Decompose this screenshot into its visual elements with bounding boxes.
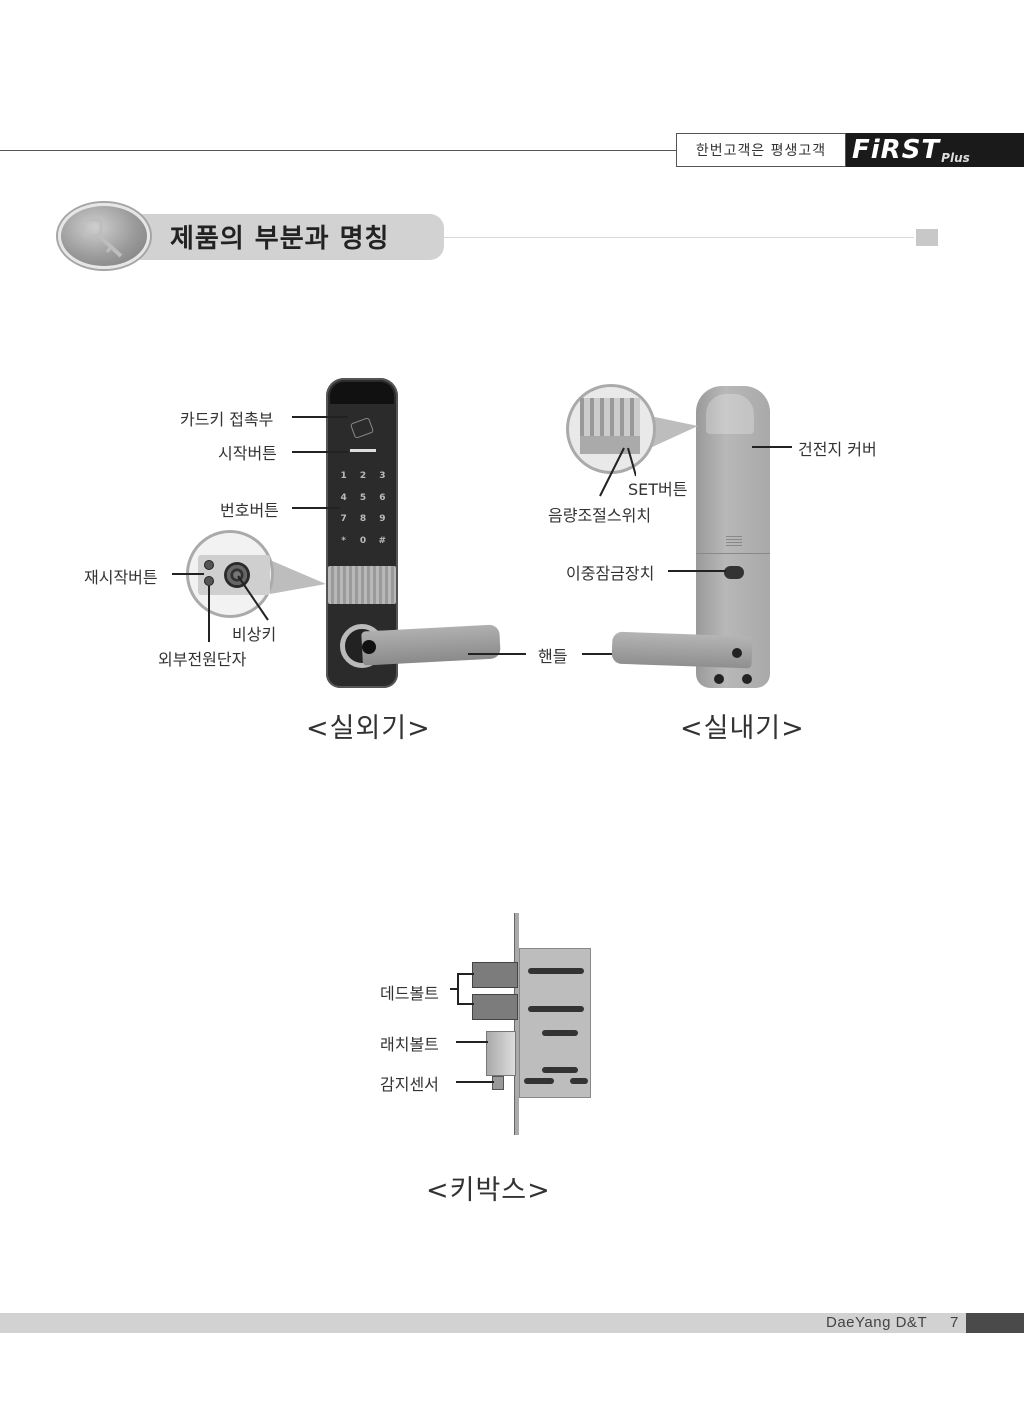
leader-line [599, 447, 636, 497]
leader-line [456, 1041, 488, 1043]
section-rule [444, 237, 914, 238]
emergency-keyhole-icon [224, 562, 250, 588]
label-set-button: SET버튼 [628, 480, 688, 499]
caption-indoor: <실내기> [680, 713, 805, 744]
keybox-slot [528, 968, 584, 974]
label-handle: 핸들 [538, 647, 568, 666]
outdoor-grip [328, 566, 396, 604]
keypad-key: 4 [340, 492, 347, 503]
leader-line [752, 446, 792, 448]
section-marker [916, 229, 938, 246]
leader-line [456, 1081, 494, 1083]
header-rule [0, 150, 676, 151]
brand-suffix: Plus [941, 151, 970, 165]
label-sensor: 감지센서 [380, 1075, 439, 1094]
restart-button-dot [204, 560, 214, 570]
power-terminal-dot [204, 576, 214, 586]
keypad-key: 7 [340, 514, 347, 524]
keybox-slot [528, 1006, 584, 1012]
keypad-key: 8 [359, 514, 367, 524]
deadbolt-lower [472, 994, 518, 1020]
leader-line [292, 416, 348, 418]
latch-bolt [486, 1031, 516, 1076]
label-latch-bolt: 래치볼트 [380, 1035, 439, 1054]
caption-keybox: <키박스> [426, 1175, 551, 1206]
keypad-key: 2 [359, 471, 367, 481]
keypad-key: 6 [379, 492, 386, 503]
label-restart-button: 재시작버튼 [84, 568, 158, 587]
mount-screw [742, 674, 752, 684]
key-icon [81, 218, 123, 258]
keypad-key: 1 [340, 471, 347, 481]
keybox-slot [524, 1078, 554, 1084]
label-start-button: 시작버튼 [218, 444, 277, 463]
leader-line [172, 573, 204, 575]
keybox-slot [542, 1067, 578, 1073]
start-button-strip [350, 449, 376, 452]
mount-screw [714, 674, 724, 684]
footer-bar [0, 1313, 966, 1333]
section-badge [58, 203, 150, 269]
header-slogan: 한번고객은 평생고객 [676, 133, 846, 167]
keypad-key: 3 [379, 471, 386, 481]
label-volume-switch: 음량조절스위치 [548, 506, 652, 525]
label-deadbolt: 데드볼트 [380, 984, 439, 1003]
leader-line [468, 653, 526, 655]
caption-outdoor: <실외기> [306, 713, 431, 744]
indoor-unit-highlight [706, 394, 754, 434]
sensor [492, 1076, 504, 1090]
indoor-handle [611, 631, 753, 669]
leader-line [292, 507, 340, 509]
keypad-key: 5 [359, 492, 367, 503]
keybox-slot [570, 1078, 588, 1084]
keypad-key: 9 [379, 514, 386, 524]
brand-logo: FiRST Plus [846, 133, 1024, 167]
section-title: 제품의 부분과 명칭 [170, 224, 390, 254]
handle-screw [362, 640, 376, 654]
indoor-divider [696, 553, 770, 554]
battery-compartment-base [580, 436, 640, 454]
label-external-power: 외부전원단자 [158, 650, 247, 669]
keypad-key: 0 [359, 535, 367, 546]
callout-pointer [270, 560, 326, 594]
keypad-key: # [378, 535, 387, 546]
leader-line [668, 570, 726, 572]
outdoor-handle [361, 624, 501, 666]
callout-pointer [650, 416, 698, 448]
label-emergency-key: 비상키 [232, 625, 277, 644]
keypad: 1 2 3 4 5 6 7 8 9 * 0 # [334, 466, 392, 552]
label-battery-cover: 건전지 커버 [798, 440, 877, 459]
page-number: 7 [950, 1314, 959, 1331]
section-title-bar [140, 214, 444, 260]
handle-screw [732, 648, 742, 658]
deadbolt-upper [472, 962, 518, 988]
footer-accent [966, 1313, 1024, 1333]
leader-line [237, 575, 269, 621]
keypad-key: * [341, 535, 347, 546]
label-card-contact: 카드키 접촉부 [180, 410, 274, 429]
footer-company: DaeYang D&T [826, 1314, 928, 1331]
label-number-buttons: 번호버튼 [220, 501, 279, 520]
label-double-lock: 이중잠금장치 [566, 564, 655, 583]
indoor-vent [726, 536, 742, 546]
bracket-leader [450, 973, 474, 1005]
double-lock-switch [724, 566, 744, 579]
leader-line [208, 586, 210, 642]
keybox-faceplate [514, 913, 519, 1135]
leader-line [292, 451, 348, 453]
keybox-slot [542, 1030, 578, 1036]
outdoor-unit-top [330, 382, 394, 404]
brand-name: FiRST [852, 135, 941, 165]
